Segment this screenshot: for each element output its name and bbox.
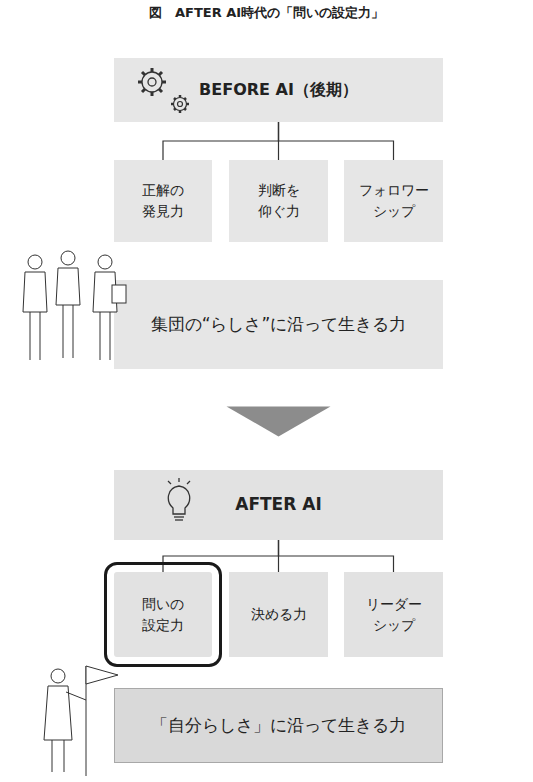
tree-connector: [163, 122, 279, 160]
skill-box: リーダー シップ: [344, 572, 443, 657]
box-label: フォロワー シップ: [354, 180, 434, 222]
summary-band: 集団の“らしさ”に沿って生きる力: [114, 280, 443, 369]
highlighted-skill-box: 問いの 設定力: [114, 572, 212, 657]
box-label: 集団の“らしさ”に沿って生きる力: [151, 312, 407, 338]
flag-person-illustration: [44, 666, 118, 776]
tree-connector: [279, 122, 394, 160]
tree-connector: [279, 540, 394, 572]
tree-connector: [278, 122, 279, 160]
tree-connector: [163, 540, 279, 572]
era-band: AFTER AI: [114, 470, 443, 540]
skill-box: 判断を 仰ぐ力: [229, 160, 328, 242]
summary-band: 「自分らしさ」に沿って生きる力: [114, 688, 443, 763]
box-label: BEFORE AI（後期）: [199, 78, 358, 102]
box-label: 正解の 発見力: [123, 180, 203, 222]
box-label: 問いの 設定力: [123, 594, 203, 636]
people-illustration: [23, 251, 126, 360]
skill-box: フォロワー シップ: [344, 160, 443, 242]
transition-arrow: [227, 407, 331, 437]
box-label: 「自分らしさ」に沿って生きる力: [151, 713, 406, 739]
figure-title: 図 AFTER AI時代の「問いの設定力」: [0, 4, 533, 22]
skill-box: 決める力: [229, 572, 328, 657]
box-label: 判断を 仰ぐ力: [239, 180, 319, 222]
box-label: AFTER AI: [235, 492, 321, 518]
era-band: BEFORE AI（後期）: [114, 58, 443, 122]
box-label: リーダー シップ: [354, 594, 434, 636]
skill-box: 正解の 発見力: [114, 160, 212, 242]
tree-connector: [278, 540, 279, 572]
box-label: 決める力: [251, 604, 307, 625]
